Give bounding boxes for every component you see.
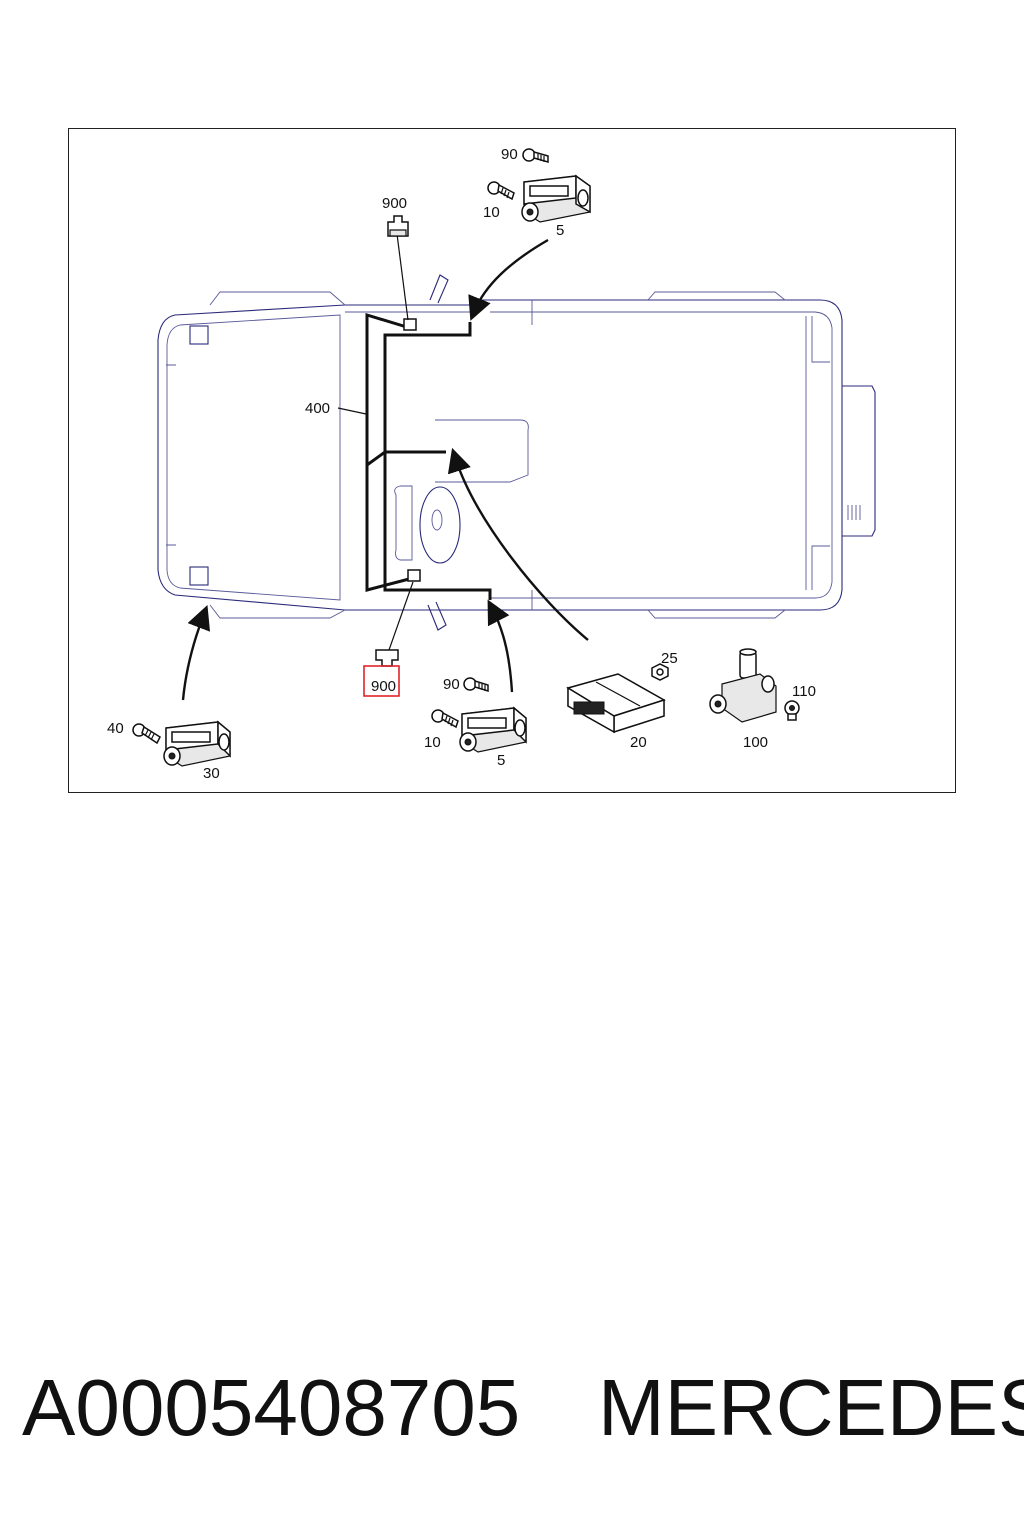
callout-400: 400 xyxy=(305,400,330,417)
bolt-90-bottom xyxy=(463,677,489,693)
bolt-90-top xyxy=(522,148,549,163)
wiring-harness-400 xyxy=(365,312,492,600)
callout-10-top: 10 xyxy=(483,204,500,221)
nut-25 xyxy=(651,663,669,681)
clip-900-top xyxy=(387,215,409,237)
part-number: A0005408705 xyxy=(22,1363,521,1452)
callout-10-bottom: 10 xyxy=(424,734,441,751)
callout-100: 100 xyxy=(743,734,768,751)
callout-25: 25 xyxy=(661,650,678,667)
screw-110 xyxy=(784,700,800,721)
callout-90-top: 90 xyxy=(501,146,518,163)
brand-name: MERCEDES xyxy=(598,1363,1024,1452)
callout-5-top: 5 xyxy=(556,222,564,239)
clip-900-bottom xyxy=(363,649,400,697)
callout-900-bottom: 900 xyxy=(371,678,396,695)
callout-30: 30 xyxy=(203,765,220,782)
sensor-30 xyxy=(163,720,231,767)
sensor-5-bottom xyxy=(459,706,527,753)
callout-20: 20 xyxy=(630,734,647,751)
connector-top xyxy=(403,318,417,331)
vehicle-outline xyxy=(157,274,876,631)
bolt-10-bottom xyxy=(431,709,459,729)
arrow-top xyxy=(468,238,549,321)
sensor-100 xyxy=(709,648,777,723)
arrow-bottom-right xyxy=(487,599,514,693)
airbag-control-unit-20 xyxy=(566,673,666,734)
arrow-control-unit xyxy=(447,447,589,641)
callout-90-bottom: 90 xyxy=(443,676,460,693)
bolt-10-top xyxy=(487,181,515,201)
arrow-left xyxy=(181,605,211,701)
sensor-5-top xyxy=(521,174,591,223)
connector-bottom xyxy=(407,569,421,582)
bolt-40 xyxy=(132,723,161,745)
callout-40: 40 xyxy=(107,720,124,737)
highlight-box xyxy=(363,665,400,697)
callout-5-bottom: 5 xyxy=(497,752,505,769)
callout-110: 110 xyxy=(792,683,816,700)
callout-900-top: 900 xyxy=(382,195,407,212)
